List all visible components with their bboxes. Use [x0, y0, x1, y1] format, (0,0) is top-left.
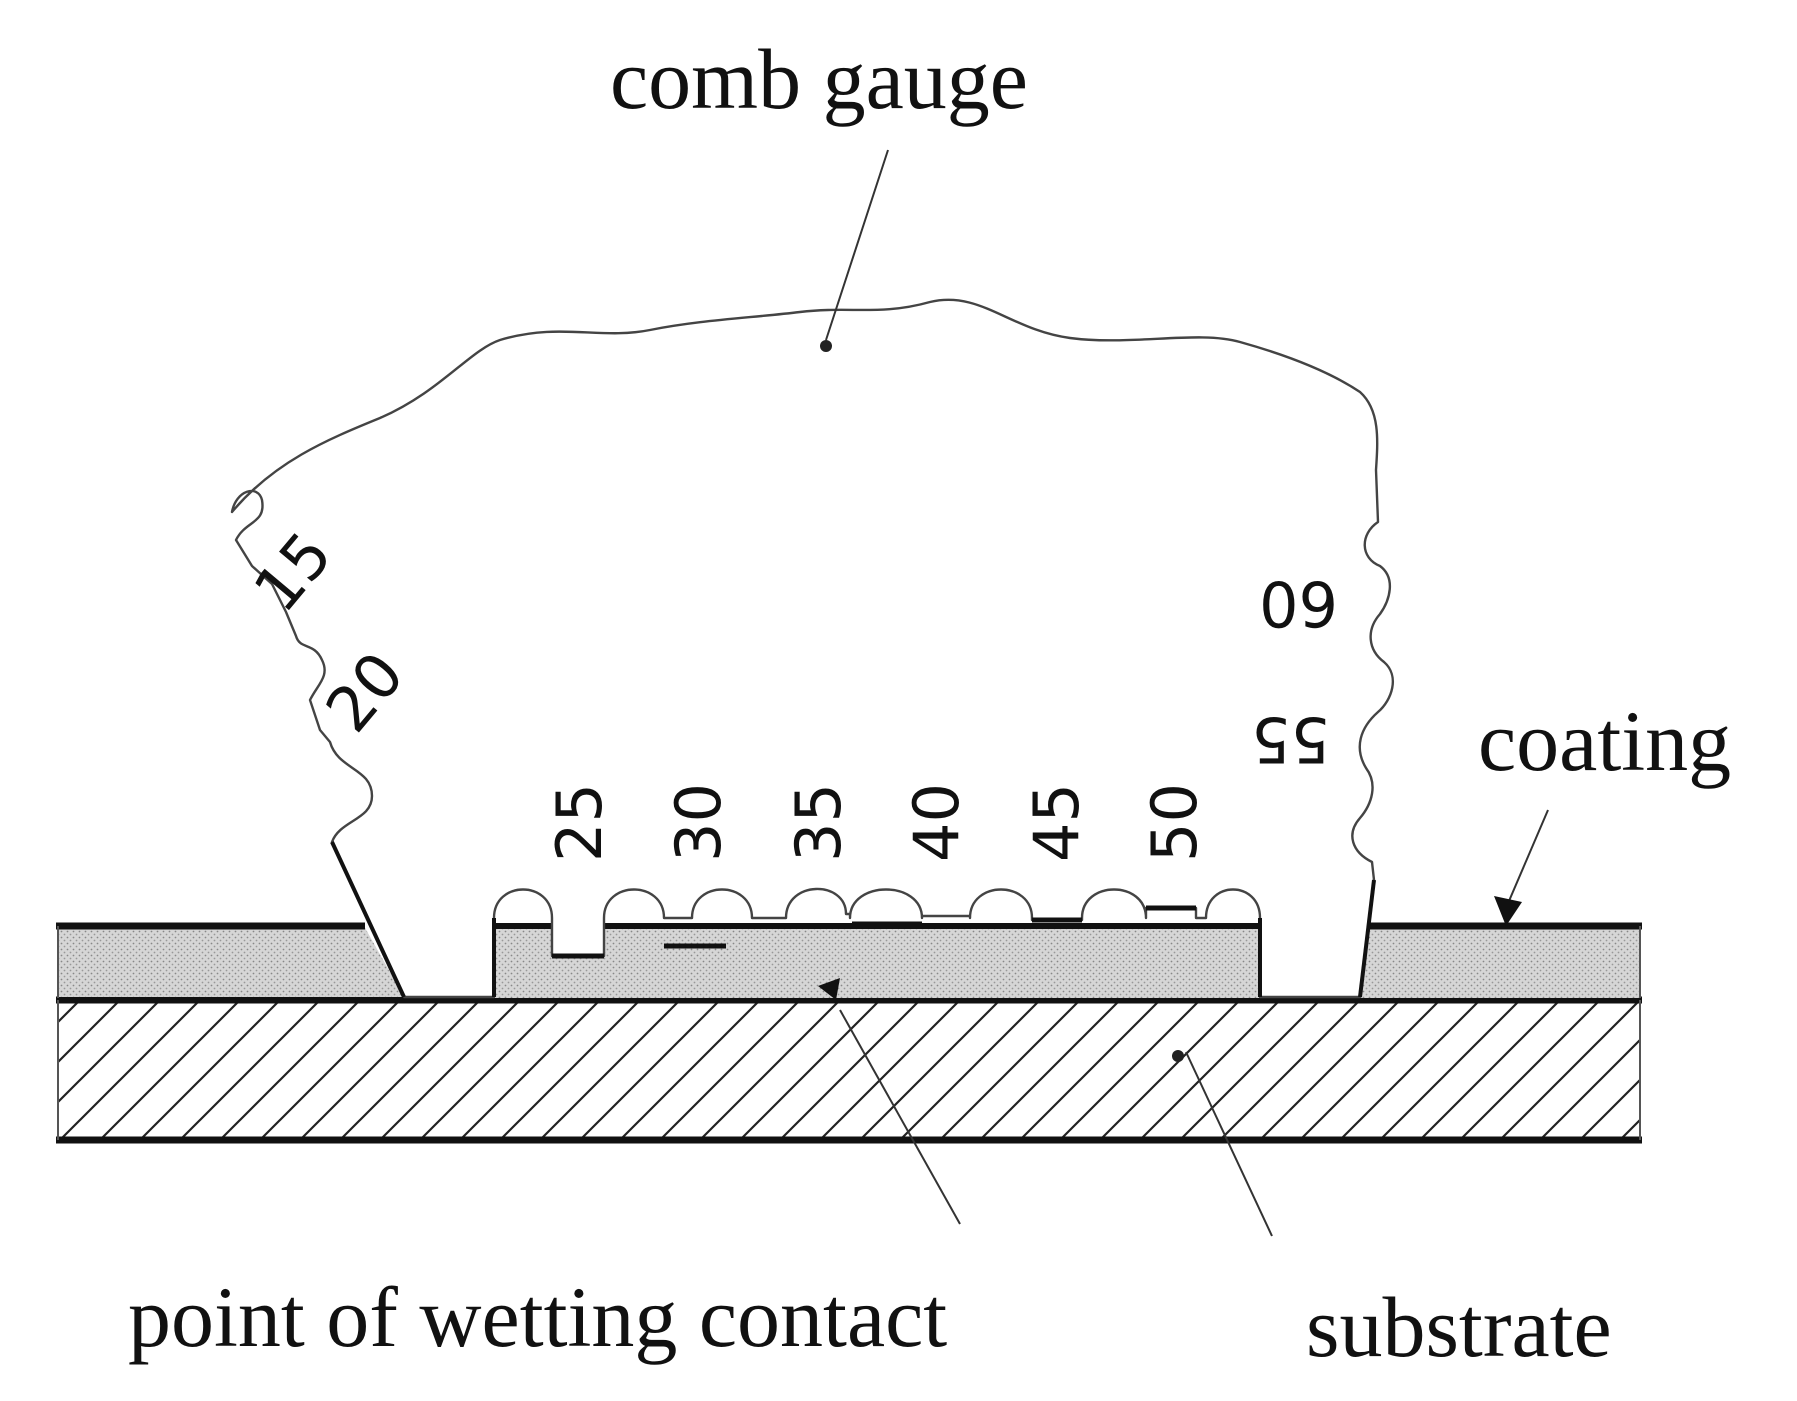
scale-label-right: 60: [1259, 567, 1338, 640]
coating-arrowhead: [1494, 896, 1522, 926]
scale-label-bottom: 30: [662, 783, 735, 862]
coating-layer-right: [1358, 922, 1642, 998]
wetting-arrowhead: [818, 978, 840, 1000]
coating-label: coating: [1478, 693, 1731, 789]
leader-wetting-contact: [839, 1009, 961, 1225]
substrate-layer: [56, 996, 1642, 1144]
wetting-contact-label: point of wetting contact: [128, 1269, 947, 1365]
leader-lines: [825, 149, 1549, 1237]
scale-label-bottom: 50: [1138, 783, 1211, 862]
comb-gauge-body: [230, 298, 1394, 999]
scale-label-bottom: 35: [782, 783, 855, 862]
comb-gauge-dot: [820, 340, 832, 352]
scale-label-bottom: 25: [543, 783, 616, 862]
leader-coating: [1505, 809, 1549, 909]
scale-label-right: 55: [1251, 703, 1330, 776]
substrate-label: substrate: [1306, 1279, 1612, 1375]
comb-gauge-label: comb gauge: [610, 31, 1028, 127]
leader-substrate: [1185, 1051, 1273, 1237]
scale-label-bottom: 40: [900, 783, 973, 862]
scale-label-bottom: 45: [1020, 783, 1093, 862]
coating-layer-left: [56, 922, 404, 998]
substrate-dot: [1172, 1050, 1184, 1062]
leader-comb-gauge: [825, 149, 889, 341]
coating-layer-center: [494, 923, 1260, 998]
